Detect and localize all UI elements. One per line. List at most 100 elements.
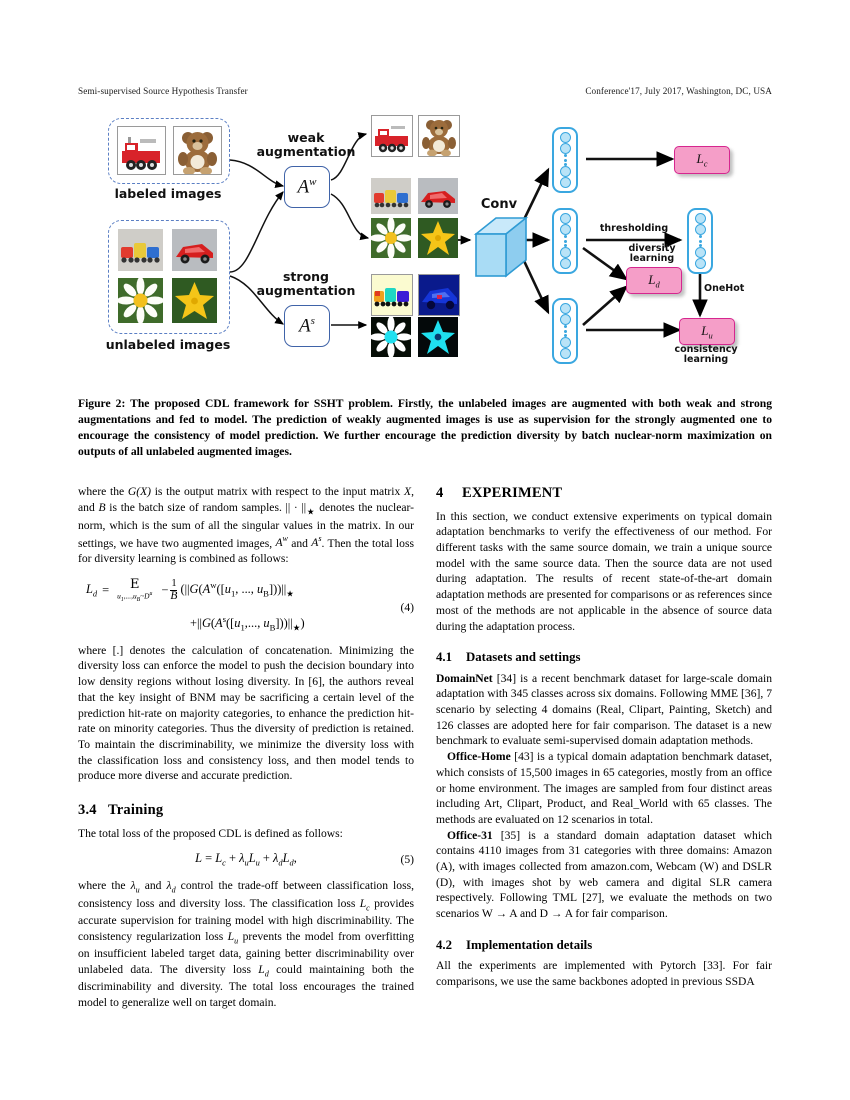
node-circle [559,258,571,269]
loss-c-sub: c [703,158,708,169]
strong-operator-sup: s [310,314,315,327]
node-circle [559,247,571,258]
fraction-numerator: 1 [171,577,177,589]
math-lambda-u: λu [130,879,140,895]
figure-2-diagram: labeled images [78,112,772,377]
diversity-learning-label: diversity learning [628,243,676,265]
node-circle [694,213,706,224]
toycars-weak-thumbnail [371,178,411,214]
weak-augmentation-operator: Aw [284,166,330,208]
text-run: could maintaining both the discriminabil… [78,962,414,1009]
left-text-column: where the G(X) is the output matrix with… [78,484,414,1010]
section-heading-experiment: 4 EXPERIMENT [436,484,772,504]
equation-4-equals: = [102,583,110,598]
toycars-strong-thumbnail [372,275,412,315]
equation-5: L = Lc + λuLu + λdLd, (5) [78,850,414,869]
unlabeled-image-toycars [118,229,163,271]
starflower-weak-thumbnail [418,218,458,258]
subsection-number: 4.1 [436,650,452,665]
expectation-symbol: E [130,576,140,592]
equation-4-body-1: (||G(Aw([u1, ..., uB]))||★ [180,580,295,600]
text-run: prevents the model from overfitting on i… [78,929,414,976]
dataset-name-officehome: Office-Home [447,750,511,764]
pseudo-label-head [687,208,713,274]
redracecar-thumbnail [172,229,217,271]
node-ellipsis-icon [563,154,567,166]
equation-4-body-2: +||G(As([u1,..., uB]))||★) [190,613,305,633]
conv-label: Conv [480,197,518,212]
node-circle [559,348,571,359]
node-circle [559,166,571,177]
node-ellipsis-icon [563,235,567,247]
consistency-learning-label: consistency learning [674,344,738,366]
unlabeled-images-group [108,220,230,334]
section-number: 3.4 [78,802,97,819]
weak-operator-sup: w [309,175,317,188]
fraction-denominator: B [170,589,178,602]
equation-4-lhs: Ld [86,582,98,599]
math-lambda-d: λd [166,879,176,895]
strong-augmentation-label: strong augmentation [256,269,356,298]
math-gx: G(X) [127,485,152,498]
augmented-image-daisy-strong [371,317,411,357]
augmented-image-starflower-weak [418,218,458,258]
daisy-weak-thumbnail [371,218,411,258]
unlabeled-image-redracecar [172,229,217,271]
teddybear-aug-thumbnail [419,116,459,156]
node-ellipsis-icon [563,325,567,337]
figure-vector-layer [229,132,708,338]
firetruck-aug-thumbnail [372,116,412,156]
augmented-image-firetruck [371,115,413,157]
dataset-description: [43] is a typical domain adaptation benc… [436,750,772,826]
paragraph-diversity-discussion: where [.] denotes the calculation of con… [78,643,414,783]
math-x: X [403,485,412,498]
firetruck-thumbnail [118,127,165,174]
text-run: where the [78,879,131,893]
equation-4-expectation: E u1,...,uB~Du [117,578,152,604]
diversity-loss-box: Ld [626,267,682,294]
text-run: is the output matrix with respect to the… [151,485,404,498]
unlabeled-image-starflower [172,278,217,323]
unlabeled-image-daisy [118,278,163,323]
expectation-subscript: u1,...,uB~Du [117,590,153,603]
node-circle [559,314,571,325]
loss-u-sub: u [708,330,713,341]
equation-5-number: (5) [400,853,414,867]
classifier-head-weak-labeled [552,127,578,193]
subsection-title: Implementation details [466,937,593,952]
paragraph-total-loss-intro: The total loss of the proposed CDL is de… [78,826,343,840]
loss-d-symbol: L [648,271,656,287]
section-title: EXPERIMENT [462,485,563,501]
section-number: 4 [436,485,444,501]
node-circle [559,224,571,235]
labeled-images-group [108,118,230,184]
classification-loss-box: Lc [674,146,730,174]
augmented-image-starflower-strong [418,317,458,357]
node-circle [559,132,571,143]
augmented-image-daisy-weak [371,218,411,258]
math-loss-u: Lu [227,929,239,945]
text-run: denotes the nuclear-norm, which is the s… [78,500,414,550]
header-right-venue: Conference'17, July 2017, Washington, DC… [585,86,772,96]
weak-operator-symbol: A [297,176,310,198]
text-run: where the [78,485,128,498]
subsection-number: 4.2 [436,937,452,952]
node-circle [559,177,571,188]
figure-2-caption: Figure 2: The proposed CDL framework for… [78,397,772,458]
racecar-strong-thumbnail [419,275,459,315]
equation-4-number: (4) [400,600,414,614]
labeled-images-label: labeled images [114,186,222,201]
augmented-image-teddybear [418,115,460,157]
unlabeled-images-label: unlabeled images [105,337,231,352]
header-left-title: Semi-supervised Source Hypothesis Transf… [78,86,248,96]
augmented-image-toycars-strong [371,274,413,316]
equation-4-fraction: 1 B [170,577,178,602]
starflower-thumbnail [172,278,217,323]
math-loss-d: Ld [258,962,269,978]
paragraph-experiment-intro: In this section, we conduct extensive ex… [436,509,772,633]
paragraph-domainnet: DomainNet [34] is a recent benchmark dat… [436,671,772,750]
dataset-name-domainnet: DomainNet [436,671,493,685]
conv-cube-icon [473,216,529,278]
